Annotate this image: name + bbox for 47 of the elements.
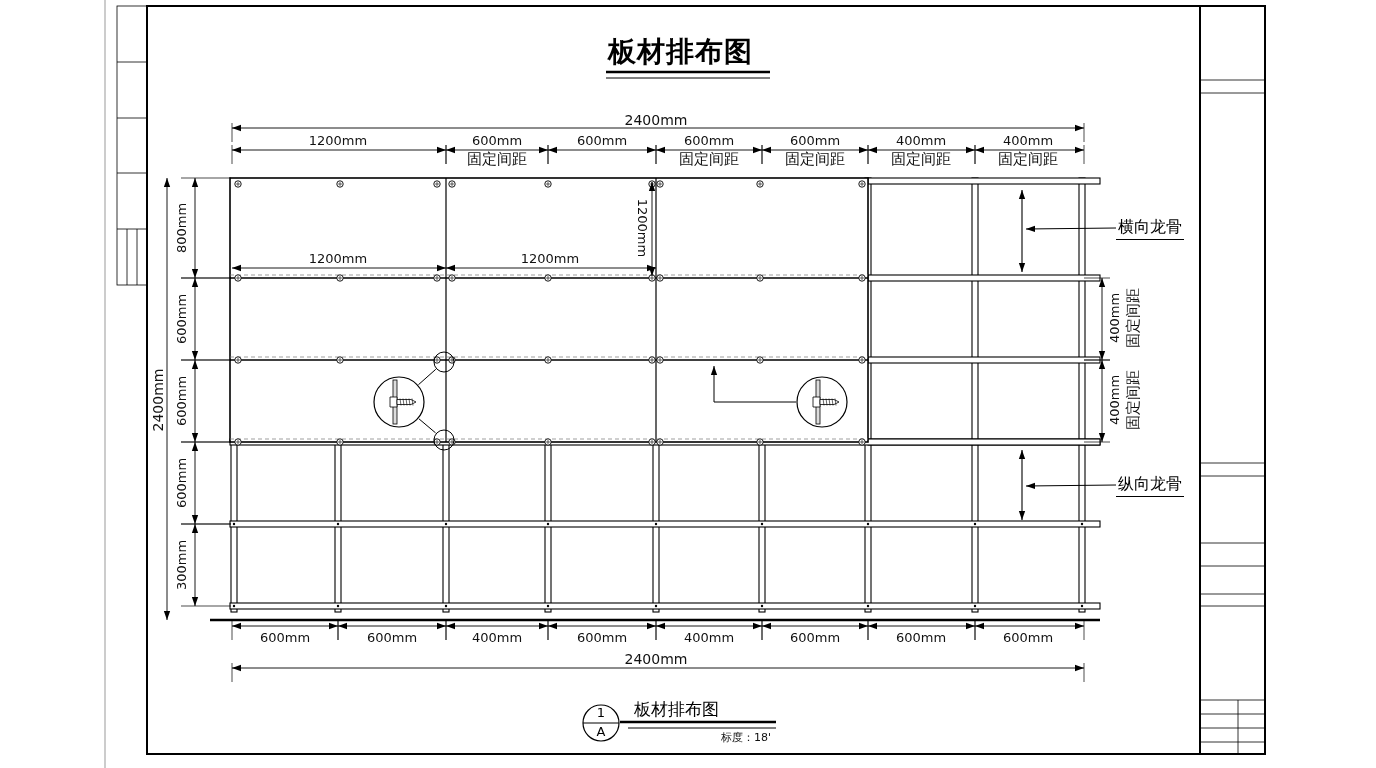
view-symbol-text: A — [596, 725, 606, 738]
dimension-text: 固定间距 — [890, 151, 952, 167]
dimension-text: 600mm — [174, 292, 188, 346]
dimension-text: 600mm — [788, 133, 842, 147]
view-symbol-text: 1 — [596, 706, 606, 719]
dimension-text: 600mm — [575, 133, 629, 147]
dimension-text: 600mm — [894, 630, 948, 644]
dimension-text: 800mm — [174, 201, 188, 255]
dimension-text: 600mm — [470, 133, 524, 147]
dimension-text: 固定间距 — [1125, 369, 1141, 431]
callout-label: 纵向龙骨 — [1116, 473, 1184, 497]
dimension-text: 400mm — [894, 133, 948, 147]
callout-label: 横向龙骨 — [1116, 216, 1184, 240]
leader-arrow — [1025, 482, 1117, 490]
leader-line — [418, 418, 437, 434]
dimension-text: 400mm — [1001, 133, 1055, 147]
dimension-text: 300mm — [174, 538, 188, 592]
dimension-text: 2400mm — [623, 113, 689, 127]
dimension-text: 600mm — [258, 630, 312, 644]
dimension-text: 1200mm — [519, 251, 581, 265]
dimension-text: 600mm — [174, 456, 188, 510]
dimension-text: 600mm — [788, 630, 842, 644]
dimension-text: 2400mm — [623, 652, 689, 666]
view-caption: 板材排布图 — [634, 701, 719, 718]
dimension-text: 600mm — [1001, 630, 1055, 644]
leader-line — [417, 368, 437, 386]
dimension-text: 固定间距 — [1125, 287, 1141, 349]
dimension-text: 600mm — [575, 630, 629, 644]
dimension-text: 固定间距 — [997, 151, 1059, 167]
dimension-text: 400mm — [1107, 291, 1121, 345]
leader-arrow — [710, 365, 797, 403]
dimension-text: 600mm — [174, 374, 188, 428]
dimension-text: 600mm — [682, 133, 736, 147]
dimension-text: 固定间距 — [784, 151, 846, 167]
scale-note: 标度：18' — [720, 731, 772, 743]
dimension-text: 固定间距 — [466, 151, 528, 167]
dimension-text: 400mm — [470, 630, 524, 644]
dimension-text: 600mm — [365, 630, 419, 644]
leader-arrow — [1025, 225, 1117, 233]
dimension-text: 固定间距 — [678, 151, 740, 167]
dimension-text: 1200mm — [635, 197, 649, 259]
dimension-text: 1200mm — [307, 251, 369, 265]
dimension-text: 1200mm — [307, 133, 369, 147]
dimension-text: 400mm — [1107, 373, 1121, 427]
dimension-text: 2400mm — [151, 367, 165, 433]
drawing-title: 板材排布图 — [608, 38, 753, 66]
dimension-text: 400mm — [682, 630, 736, 644]
